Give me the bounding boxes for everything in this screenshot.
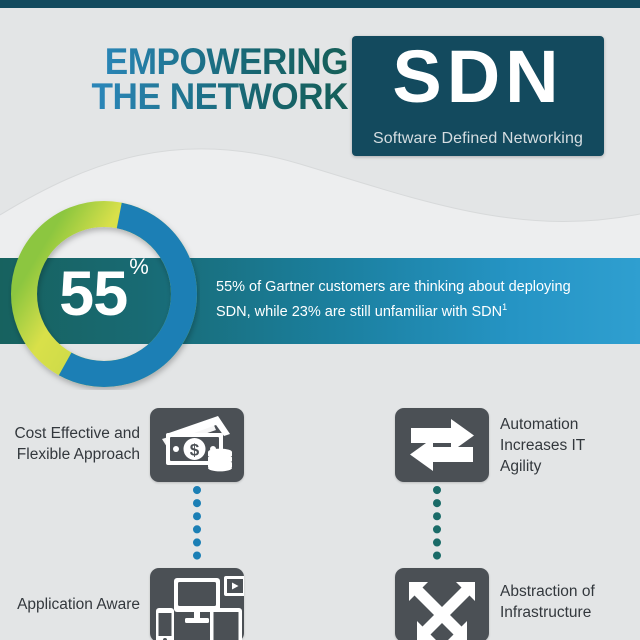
donut-chart — [11, 201, 197, 387]
feature-label-automation-line-1: Automation — [500, 416, 579, 433]
connector-left-vertical — [193, 486, 201, 568]
headline-line-2: THE NETWORK — [91, 76, 348, 118]
connector-top-horizontal — [246, 437, 408, 445]
feature-label-application-aware-line-1: Application Aware — [17, 596, 140, 613]
stat-description: 55% of Gartner customers are thinking ab… — [216, 275, 622, 324]
feature-label-automation: Automation Increases IT Agility — [500, 415, 640, 478]
devices-icon — [156, 576, 244, 640]
feature-icon-box-automation[interactable] — [395, 408, 489, 482]
feature-label-cost-effective: Cost Effective and Flexible Approach — [0, 424, 140, 466]
sdn-logo-box: SDN Software Defined Networking — [352, 36, 604, 156]
feature-icon-box-cost-effective[interactable]: $ — [150, 408, 244, 482]
feature-label-cost-effective-line-2: Flexible Approach — [16, 445, 140, 463]
connector-bottom-horizontal — [246, 599, 408, 607]
money-icon: $ — [162, 416, 232, 472]
top-accent-bar — [0, 0, 640, 8]
sdn-acronym: SDN — [392, 35, 564, 118]
two-way-arrows-icon — [410, 419, 474, 471]
sdn-subtitle: Software Defined Networking — [373, 130, 583, 147]
feature-label-abstraction-line-2: Infrastructure — [500, 603, 592, 621]
stat-description-line-2: SDN, while 23% are still unfamiliar with… — [216, 303, 503, 320]
page-title: EMPOWERING THE NETWORK — [35, 44, 349, 114]
feature-icon-box-application-aware[interactable] — [150, 568, 244, 640]
stat-band — [0, 258, 640, 344]
feature-label-application-aware: Application Aware — [0, 595, 140, 616]
cross-arrows-icon — [409, 582, 475, 640]
feature-label-automation-line-3: Agility — [500, 457, 542, 475]
svg-text:$: $ — [190, 441, 200, 460]
headline-line-1: EMPOWERING — [104, 41, 348, 82]
connector-right-vertical — [433, 486, 441, 568]
feature-icon-box-abstraction[interactable] — [395, 568, 489, 640]
header: EMPOWERING THE NETWORK SDN Software Defi… — [0, 8, 640, 163]
footnote-marker: 1 — [502, 301, 508, 312]
feature-label-cost-effective-line-1: Cost Effective and — [14, 425, 140, 442]
feature-label-automation-line-2: Increases IT — [500, 436, 586, 454]
feature-label-abstraction: Abstraction of Infrastructure — [500, 582, 640, 624]
feature-label-abstraction-line-1: Abstraction of — [500, 583, 595, 600]
stat-description-line-1: 55% of Gartner customers are thinking ab… — [216, 279, 571, 295]
